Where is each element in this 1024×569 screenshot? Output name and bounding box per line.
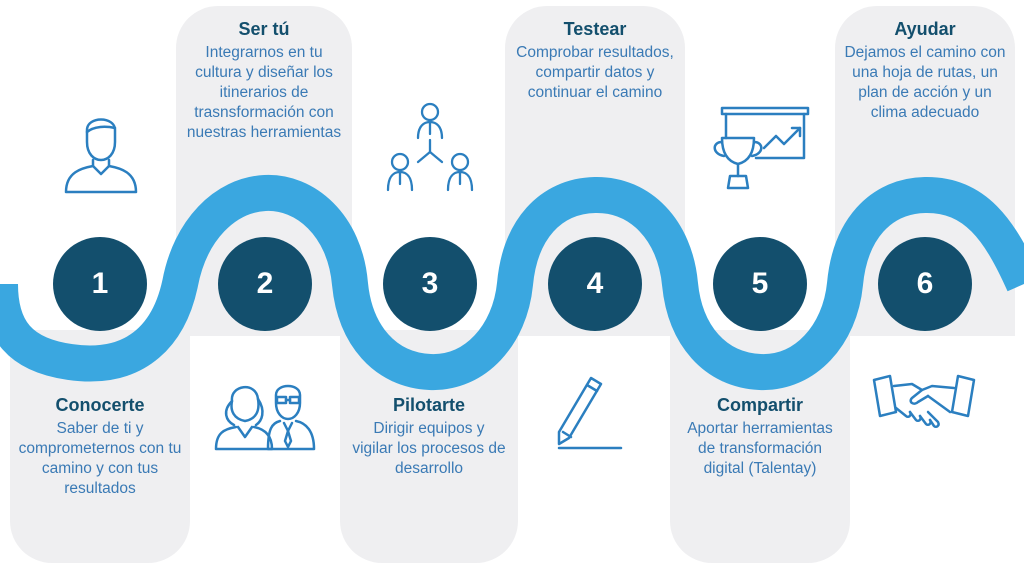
step-6-number: 6 — [878, 237, 972, 331]
step-1-number: 1 — [53, 237, 147, 331]
step-6-description: Dejamos el camino con una hoja de rutas,… — [844, 44, 1006, 121]
step-2-text: Ser tú Integrarnos en tu cultura y diseñ… — [182, 18, 346, 143]
pencil-icon — [557, 376, 623, 450]
step-1-text: Conocerte Saber de ti y comprometernos c… — [14, 394, 186, 499]
step-1-title: Conocerte — [55, 395, 145, 415]
step-4-title: Testear — [563, 19, 627, 39]
step-4-text: Testear Comprobar resultados, compartir … — [510, 18, 680, 103]
step-4-number: 4 — [548, 237, 642, 331]
step-2-number: 2 — [218, 237, 312, 331]
step-3-title: Pilotarte — [392, 395, 466, 415]
step-4-description: Comprobar resultados, compartir datos y … — [516, 44, 674, 101]
step-5-description: Aportar herramientas de transformación d… — [687, 420, 833, 477]
step-5-text: Compartir Aportar herramientas de transf… — [678, 394, 842, 479]
step-3-text: Pilotarte Dirigir equipos y vigilar los … — [352, 394, 506, 479]
trophy-chart-icon — [713, 106, 810, 190]
step-6-title: Ayudar — [894, 19, 956, 39]
step-5-title: Compartir — [716, 395, 803, 415]
team-hierarchy-icon — [386, 102, 474, 192]
step-3-number: 3 — [383, 237, 477, 331]
person-icon — [64, 118, 138, 194]
step-2-title: Ser tú — [238, 19, 290, 39]
step-2-description: Integrarnos en tu cultura y diseñar los … — [186, 44, 342, 141]
step-6-text: Ayudar Dejamos el camino con una hoja de… — [843, 18, 1007, 123]
handshake-icon — [872, 374, 976, 429]
step-1-description: Saber de ti y comprometernos con tu cami… — [18, 420, 182, 497]
step-5-number: 5 — [713, 237, 807, 331]
couple-icon — [214, 384, 316, 451]
step-3-description: Dirigir equipos y vigilar los procesos d… — [352, 420, 506, 477]
